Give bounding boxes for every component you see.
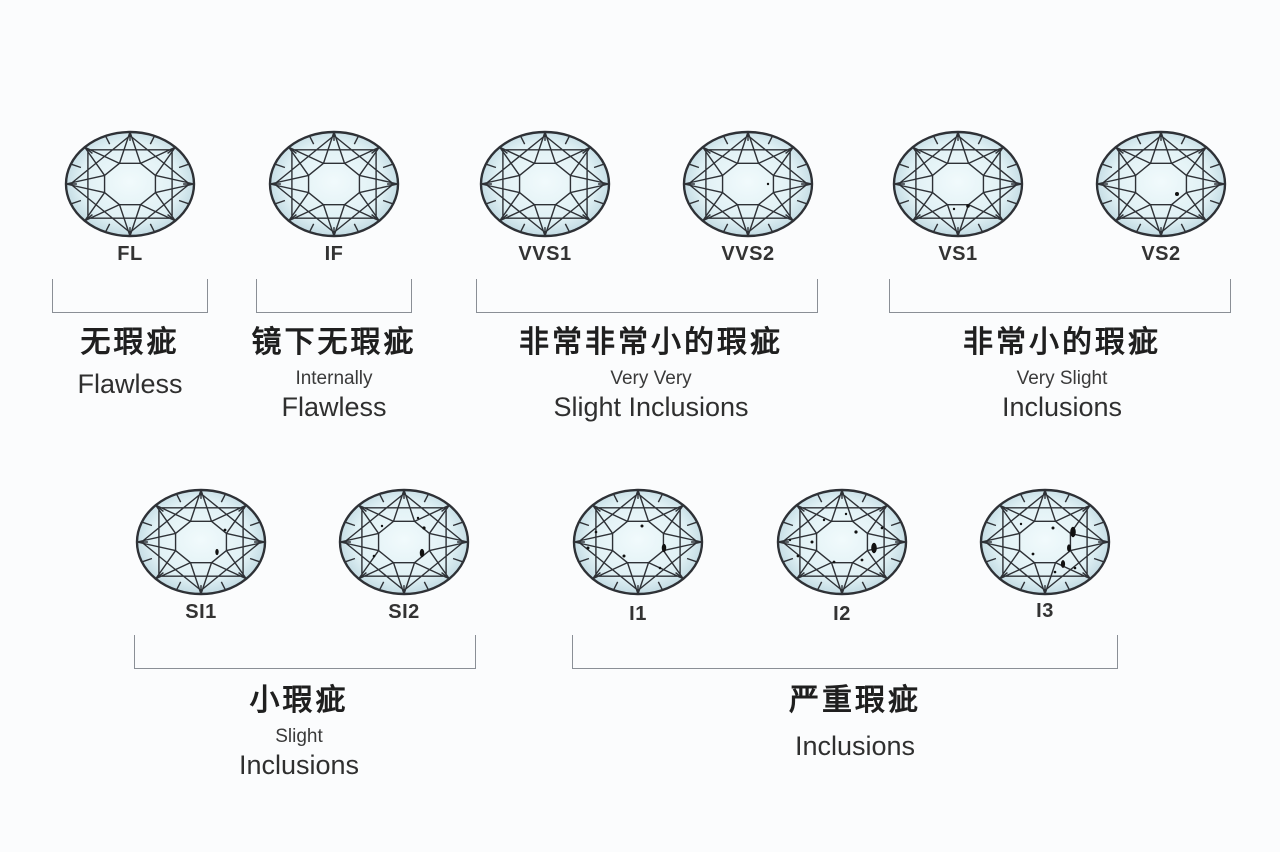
bracket-vvs [476,279,818,313]
grade-code-if: IF [324,243,344,265]
grade-code-si2: SI2 [388,601,420,623]
grade-code-i3: I3 [1036,600,1054,622]
group-label-zh: 非常小的瑕疵 [963,325,1161,360]
group-label-inclusions: 严重瑕疵 Inclusions [720,682,990,762]
group-label-en: Slight Inclusions [553,392,749,422]
diamond-si2 [338,488,470,596]
group-label-en: Flawless [77,369,183,399]
group-label-en: Inclusions [1001,392,1123,422]
group-label-en: Flawless [281,392,387,422]
diamond-icon [64,130,196,238]
diamond-vs1 [892,130,1024,238]
grade-code-vs1: VS1 [938,243,978,265]
group-label-sub: Very Very [610,368,692,389]
grade-code-vvs1: VVS1 [518,243,572,265]
grade-code-fl: FL [117,243,143,265]
group-label-zh: 非常非常小的瑕疵 [519,325,783,360]
group-label-sub: Very Slight [1016,368,1108,389]
diamond-icon [268,130,400,238]
diamond-icon [135,488,267,596]
group-label-zh: 无瑕疵 [80,325,180,360]
diamond-icon [776,488,908,596]
group-label-en: Inclusions [238,750,360,780]
group-label-en: Inclusions [794,731,916,761]
bracket-flawless [52,279,208,313]
diamond-i3 [979,488,1111,596]
diamond-i2 [776,488,908,596]
diamond-icon [892,130,1024,238]
group-label-sub: Slight [275,726,323,747]
group-label-zh: 严重瑕疵 [789,683,921,718]
group-label-sub: Internally [295,368,373,389]
group-label-zh: 镜下无瑕疵 [251,325,417,360]
diamond-vvs2 [682,130,814,238]
bracket-internally-flawless [256,279,412,313]
group-label-vvs: 非常非常小的瑕疵 Very Very Slight Inclusions [466,324,836,423]
grade-code-vvs2: VVS2 [721,243,775,265]
grade-code-i1: I1 [629,603,647,625]
group-label-vs: 非常小的瑕疵 Very Slight Inclusions [877,324,1247,423]
group-label-flawless: 无瑕疵 Flawless [40,324,220,400]
grade-code-i2: I2 [833,603,851,625]
diamond-i1 [572,488,704,596]
diamond-icon [682,130,814,238]
grade-code-vs2: VS2 [1141,243,1181,265]
diamond-if [268,130,400,238]
bracket-slight-inclusions [134,635,476,669]
diamond-vs2 [1095,130,1227,238]
diamond-icon [479,130,611,238]
diamond-icon [572,488,704,596]
group-label-zh: 小瑕疵 [249,683,349,718]
diamond-si1 [135,488,267,596]
grade-code-si1: SI1 [185,601,217,623]
diamond-vvs1 [479,130,611,238]
diamond-fl [64,130,196,238]
bracket-vs [889,279,1231,313]
diamond-icon [338,488,470,596]
group-label-slight: 小瑕疵 Slight Inclusions [174,682,424,781]
bracket-inclusions [572,635,1118,669]
diamond-icon [979,488,1111,596]
diamond-icon [1095,130,1227,238]
group-label-internally-flawless: 镜下无瑕疵 Internally Flawless [234,324,434,423]
